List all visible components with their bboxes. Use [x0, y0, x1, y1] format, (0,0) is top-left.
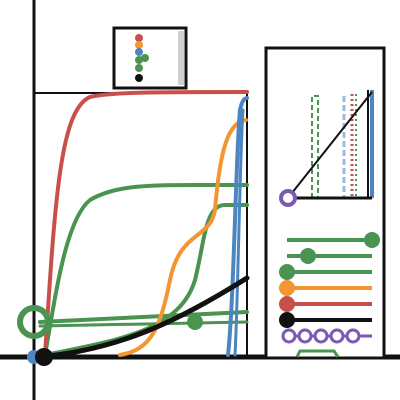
green-sigmoid-curve-middle [43, 203, 249, 357]
swatch-orange-dot [279, 280, 295, 296]
black-power-curve [35, 275, 250, 360]
swatch-purple-ring-5 [345, 328, 361, 344]
swatch-green-bracket [295, 349, 340, 358]
mini-legend-strip [178, 31, 184, 85]
green-dot-marker [187, 314, 203, 330]
green-sigmoid-curve-upper [43, 183, 249, 357]
mini-legend-green-dot-2 [141, 54, 149, 62]
blue-step-curve [226, 96, 249, 357]
mini-legend-green-dot-3 [135, 64, 143, 72]
red-saturating-curve [43, 90, 249, 357]
mini-legend [112, 26, 188, 90]
green-ring-marker [17, 305, 51, 339]
swatch-list [279, 232, 380, 358]
swatch-purple-ring-1 [281, 328, 297, 344]
swatch-green-dot-right [364, 232, 380, 248]
swatch-purple-ring-4 [329, 328, 345, 344]
curves-group [35, 90, 250, 360]
swatch-green-dot-mid [300, 248, 316, 264]
blue-step-curve-2 [233, 108, 245, 357]
swatch-purple-ring-2 [297, 328, 313, 344]
inset-purple-marker [279, 189, 297, 207]
black-origin-dot [35, 348, 53, 366]
markers [17, 305, 203, 366]
green-flat-curve-2 [38, 320, 249, 328]
swatch-purple-ring-3 [313, 328, 329, 344]
swatch-green-dot-left [279, 264, 295, 280]
orange-step-curve [118, 118, 248, 357]
swatch-red-dot [279, 296, 295, 312]
inset-diagonal-line [287, 91, 373, 199]
inset-plot [279, 90, 374, 207]
mini-legend-orange-dot [135, 41, 143, 49]
mini-legend-black-dot [135, 74, 143, 82]
mini-legend-frame [112, 26, 188, 90]
mini-legend-blue-dot [135, 48, 143, 56]
right-panel [264, 46, 386, 360]
mini-legend-red-dot [135, 34, 143, 42]
green-flat-curve [38, 310, 249, 324]
swatch-black-dot [279, 312, 295, 328]
